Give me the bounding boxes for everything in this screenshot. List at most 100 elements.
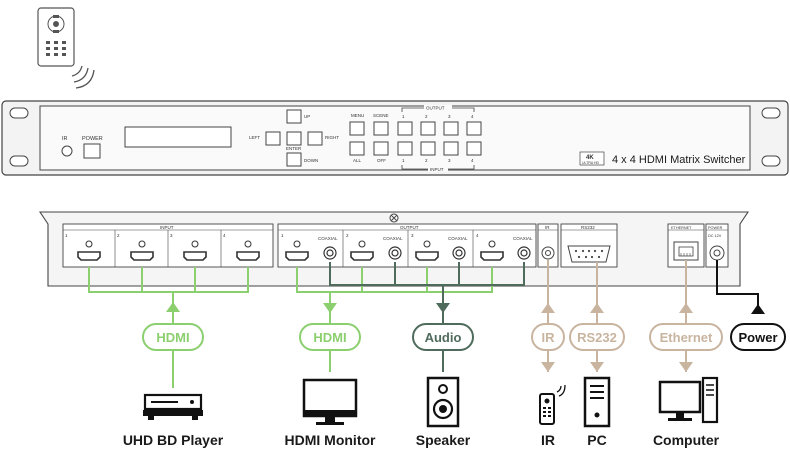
menu-label: MENU	[351, 113, 364, 118]
output-button-2[interactable]	[420, 121, 436, 136]
rs232-conn-label: RS232	[577, 330, 617, 345]
hdmi-output-port-2	[350, 251, 374, 261]
coaxial-port-4-center	[520, 249, 528, 257]
hdmi-output-port-4	[480, 251, 504, 261]
power-conn-label: Power	[738, 330, 777, 345]
lcd-display	[124, 126, 232, 148]
hdmi-input-port-4	[236, 251, 260, 261]
scene-label: SCENE	[373, 113, 389, 118]
rear-out-num-3: 3	[411, 233, 414, 238]
hdmi-input-bus	[88, 267, 249, 293]
hdmi-output-port-1-led	[293, 240, 301, 248]
hdmi-output-port-2-led	[358, 240, 366, 248]
rear-output-label: OUTPUT	[400, 225, 419, 230]
hdmi-input-port-3	[183, 251, 207, 261]
audio-arrow-icon	[436, 303, 450, 313]
audio-label: Audio	[425, 330, 462, 345]
hdmi-out-arrow-icon	[323, 303, 337, 313]
hdmi-output-port-3	[415, 251, 439, 261]
ir-up-arrow-icon	[541, 303, 555, 313]
ir-device-label: IR	[541, 432, 555, 448]
front-out-num-3: 3	[448, 114, 451, 119]
badge-main: 4K	[586, 155, 594, 161]
front-power-button[interactable]	[83, 143, 101, 159]
front-power-label: POWER	[82, 136, 103, 142]
monitor-label: HDMI Monitor	[285, 432, 377, 448]
audio-pill: Audio	[412, 323, 474, 351]
enter-label: ENTER	[286, 146, 302, 151]
input-button-2[interactable]	[420, 141, 436, 156]
coaxial-port-1-center	[326, 249, 334, 257]
ethernet-pill: Ethernet	[649, 323, 723, 351]
front-in-num-1: 1	[402, 158, 405, 163]
right-button[interactable]	[307, 131, 323, 146]
left-button[interactable]	[265, 131, 281, 146]
coaxial-label-1: COAXIAL	[318, 236, 338, 241]
computer-icon	[658, 376, 719, 424]
ir-pill: IR	[531, 323, 565, 351]
rear-out-num-2: 2	[346, 233, 349, 238]
hdmi-out-label: HDMI	[313, 330, 346, 345]
power-arrow-icon	[751, 304, 765, 314]
up-label: UP	[304, 114, 310, 119]
front-in-num-4: 4	[471, 158, 474, 163]
badge-sub: ULTRA HD	[582, 161, 600, 165]
menu-button[interactable]	[349, 121, 365, 136]
front-output-label: OUTPUT	[426, 106, 445, 111]
rs232-port-icon	[567, 245, 611, 263]
rear-dc-label: DC 12V	[708, 234, 722, 238]
hdmi-in-arrow-icon	[166, 302, 180, 312]
down-button[interactable]	[286, 152, 302, 167]
enter-button[interactable]	[286, 131, 302, 146]
speaker-icon	[426, 376, 460, 428]
up-button[interactable]	[286, 109, 302, 124]
output-button-4[interactable]	[466, 121, 482, 136]
power-pill: Power	[730, 323, 786, 351]
rear-in-num-3: 3	[170, 233, 173, 238]
coaxial-label-3: COAXIAL	[448, 236, 468, 241]
rear-in-num-4: 4	[223, 233, 226, 238]
hdmi-input-port-3-led	[191, 240, 199, 248]
ethernet-conn-label: Ethernet	[660, 330, 713, 345]
front-panel: IR POWER UP LEFT ENTER RIGHT DOWN MENU S…	[1, 100, 789, 176]
ethernet-up-arrow-icon	[679, 303, 693, 313]
output-button-3[interactable]	[443, 121, 459, 136]
rear-power-label: POWER	[708, 226, 723, 230]
hdmi-input-port-4-led	[244, 240, 252, 248]
front-out-num-2: 2	[425, 114, 428, 119]
audio-bus	[329, 262, 525, 286]
hdmi-input-port-1	[77, 251, 101, 261]
right-label: RIGHT	[325, 135, 339, 140]
hdmi-in-pill: HDMI	[142, 323, 204, 351]
model-name: 4 x 4 HDMI Matrix Switcher	[612, 154, 746, 166]
scene-button[interactable]	[373, 121, 389, 136]
rear-out-num-1: 1	[281, 233, 284, 238]
hdmi-output-port-3-led	[423, 240, 431, 248]
rs232-up-arrow-icon	[590, 303, 604, 313]
all-label: ALL	[353, 158, 362, 163]
all-button[interactable]	[349, 141, 365, 156]
coaxial-port-3-center	[455, 249, 463, 257]
speaker-label: Speaker	[416, 432, 471, 448]
output-button-1[interactable]	[397, 121, 413, 136]
front-ir-label: IR	[62, 136, 68, 142]
hdmi-output-port-4-led	[488, 240, 496, 248]
hdmi-output-bus	[296, 267, 493, 293]
off-button[interactable]	[373, 141, 389, 156]
hdmi-in-label: HDMI	[156, 330, 189, 345]
input-button-3[interactable]	[443, 141, 459, 156]
rear-out-num-4: 4	[476, 233, 479, 238]
monitor-icon	[302, 378, 358, 425]
ethernet-down-arrow-icon	[679, 362, 693, 372]
ethernet-port-icon	[673, 241, 699, 261]
rear-in-num-1: 1	[65, 233, 68, 238]
rs232-down-arrow-icon	[590, 362, 604, 372]
hdmi-input-port-2	[130, 251, 154, 261]
remote-control-icon	[37, 7, 95, 89]
input-button-4[interactable]	[466, 141, 482, 156]
rear-ir-label: IR	[545, 225, 550, 230]
down-label: DOWN	[304, 158, 318, 163]
input-button-1[interactable]	[397, 141, 413, 156]
front-in-num-2: 2	[425, 158, 428, 163]
